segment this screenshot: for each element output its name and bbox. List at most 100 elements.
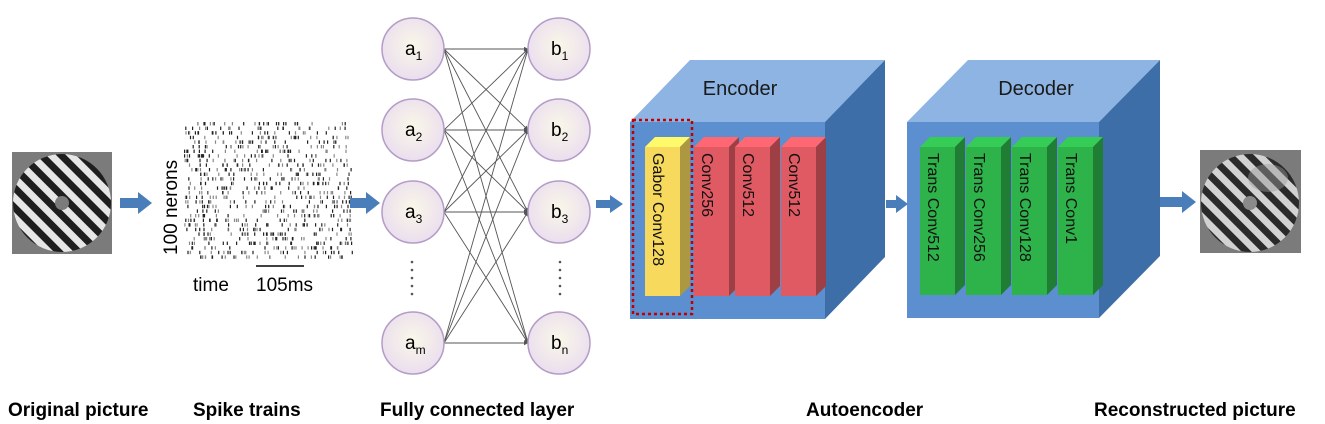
spike-tick	[187, 200, 189, 204]
spike-tick	[301, 209, 303, 213]
spike-tick	[291, 177, 293, 181]
spike-tick	[185, 131, 187, 135]
spike-tick	[319, 195, 322, 199]
spike-tick	[199, 154, 201, 158]
spike-tick	[199, 227, 201, 232]
spike-tick	[272, 204, 274, 209]
spike-tick	[317, 181, 319, 186]
spike-tick	[318, 181, 320, 186]
spike-tick	[195, 227, 197, 232]
spike-tick	[188, 131, 190, 135]
spike-tick	[301, 246, 303, 250]
spike-tick	[243, 168, 245, 172]
spike-tick	[277, 126, 279, 130]
spike-tick	[341, 218, 343, 222]
spike-tick	[334, 204, 336, 209]
spike-tick	[281, 232, 283, 236]
spike-tick	[310, 255, 312, 259]
arrow-2	[350, 192, 380, 214]
fc-edges	[443, 46, 530, 346]
spike-tick	[237, 163, 239, 167]
spike-tick	[196, 195, 198, 199]
spike-tick	[266, 122, 268, 126]
spike-tick	[338, 250, 340, 255]
spike-tick	[256, 158, 258, 163]
spike-tick	[305, 154, 307, 158]
spike-tick	[226, 163, 228, 167]
spike-tick	[343, 209, 345, 213]
spike-tick	[347, 181, 349, 186]
spike-tick	[342, 200, 344, 204]
spike-tick	[288, 149, 290, 153]
spike-tick	[259, 241, 261, 245]
spike-tick	[203, 232, 205, 236]
spike-tick	[250, 172, 252, 176]
spike-tick	[288, 186, 290, 190]
spike-tick	[288, 158, 290, 163]
spike-tick	[277, 232, 279, 236]
spike-tick	[332, 209, 334, 213]
spike-tick	[224, 186, 226, 190]
spike-tick	[293, 135, 295, 140]
spike-tick	[294, 177, 296, 181]
spike-tick	[185, 200, 187, 204]
spike-tick	[209, 122, 211, 126]
spike-tick	[201, 154, 203, 158]
spike-tick	[242, 191, 244, 195]
spike-tick	[268, 135, 270, 140]
spike-tick	[202, 154, 204, 158]
spike-tick	[298, 186, 300, 190]
spike-tick	[241, 232, 243, 236]
spike-tick	[264, 186, 266, 190]
layer-label: Conv256	[698, 153, 715, 217]
spike-tick	[321, 200, 323, 204]
spike-tick	[200, 255, 202, 259]
spike-tick	[222, 241, 224, 245]
spike-tick	[307, 246, 309, 250]
spike-tick	[271, 158, 273, 163]
spike-tick	[245, 250, 247, 255]
spike-tick	[316, 172, 318, 176]
spike-tick	[223, 250, 225, 255]
spike-tick	[247, 168, 249, 172]
spike-tick	[212, 195, 214, 199]
spike-tick	[242, 145, 244, 149]
spike-tick	[256, 191, 258, 195]
spike-tick	[326, 191, 329, 195]
spike-tick	[304, 250, 306, 255]
spike-tick	[274, 131, 276, 135]
spike-tick	[282, 204, 285, 209]
spike-tick	[266, 237, 268, 241]
spike-tick	[283, 218, 285, 222]
spike-tick	[206, 237, 208, 241]
spike-tick	[314, 214, 316, 218]
spike-tick	[333, 214, 335, 218]
spike-tick	[223, 186, 225, 190]
spike-tick	[341, 241, 343, 245]
spike-tick	[293, 209, 295, 213]
spike-tick	[270, 186, 273, 190]
spike-tick	[293, 158, 296, 163]
spike-tick	[258, 122, 261, 126]
spike-tick	[239, 168, 241, 172]
spike-tick	[218, 250, 220, 255]
spike-tick	[339, 214, 341, 218]
spike-tick	[283, 177, 285, 181]
spike-tick	[277, 246, 279, 250]
spike-tick	[242, 195, 244, 199]
spike-tick	[262, 168, 264, 172]
spike-tick	[262, 209, 264, 213]
spike-tick	[330, 214, 332, 218]
spike-tick	[350, 195, 352, 199]
spike-tick	[224, 149, 226, 153]
spike-tick	[263, 181, 265, 186]
spike-tick	[208, 154, 210, 158]
spike-tick	[218, 172, 220, 176]
spike-tick	[243, 232, 245, 236]
spike-tick	[264, 209, 266, 213]
spike-tick	[259, 227, 261, 232]
spike-tick	[204, 122, 206, 126]
spike-tick	[337, 223, 339, 227]
spike-tick	[320, 200, 322, 204]
